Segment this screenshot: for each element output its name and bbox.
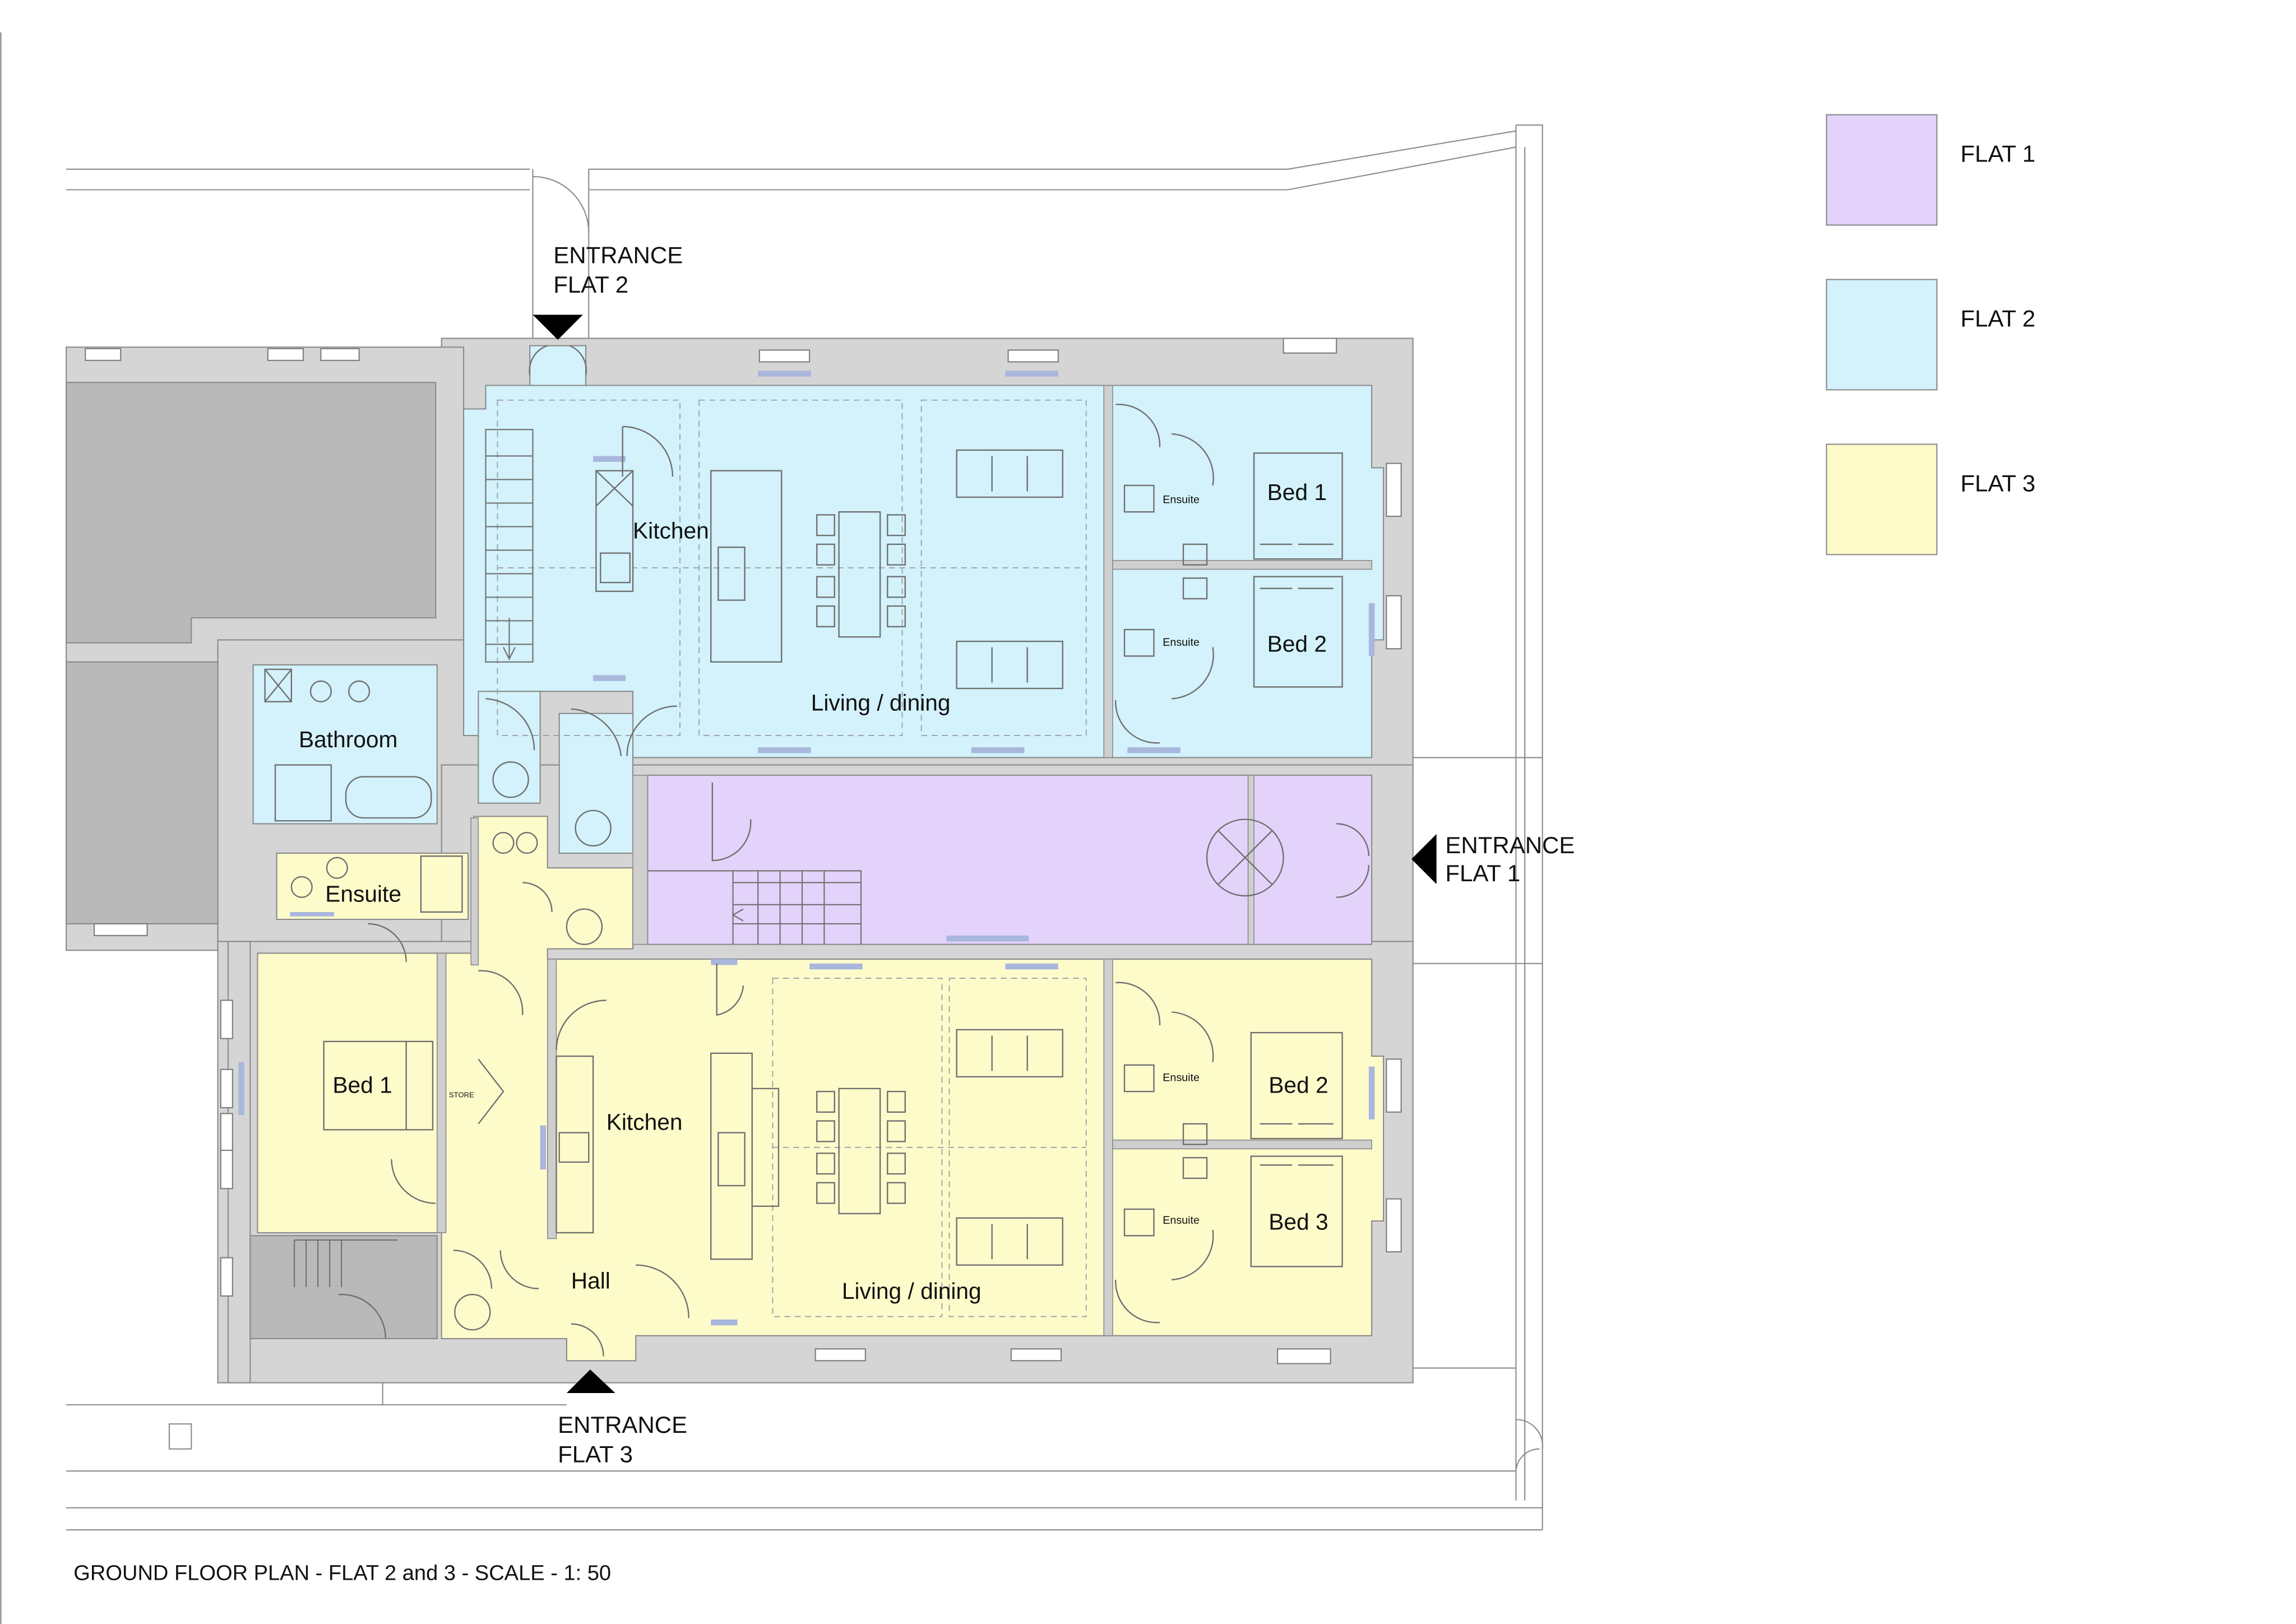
flat2-bed1-label: Bed 1: [1267, 479, 1327, 505]
entrance-flat2-arrow: [533, 314, 583, 340]
flat3-store-label: STORE: [449, 1091, 474, 1099]
flat3-ensuite-b-label: Ensuite: [1163, 1214, 1200, 1227]
legend-flat1-swatch: [1826, 114, 1938, 226]
legend-flat3-label: FLAT 3: [1960, 470, 2035, 496]
flat2-living-label: Living / dining: [811, 690, 951, 715]
bay-windows: [85, 337, 1402, 1364]
flat3-living-label: Living / dining: [842, 1278, 982, 1304]
stairs: [294, 429, 862, 1288]
flat1-area: [647, 774, 1373, 945]
flat3-ensuite-a-label: Ensuite: [1163, 1072, 1200, 1084]
flat3-bed3-label: Bed 3: [1269, 1209, 1328, 1235]
flat2-kitchen-label: Kitchen: [633, 517, 709, 543]
legend: FLAT 1 FLAT 2 FLAT 3: [1826, 114, 2035, 556]
legend-flat3-swatch: [1826, 443, 1938, 556]
plan-title: GROUND FLOOR PLAN - FLAT 2 and 3 - SCALE…: [73, 1561, 611, 1585]
legend-flat2-swatch: [1826, 279, 1938, 391]
neighbour-area: [66, 382, 438, 1339]
flat3-hall-label: Hall: [571, 1268, 610, 1294]
entrance-flat2-label-line2: FLAT 2: [553, 271, 628, 298]
flat2-bathroom-label: Bathroom: [299, 727, 397, 752]
entrance-flat3-label-line2: FLAT 3: [558, 1441, 633, 1467]
flat2-area: [252, 345, 1385, 854]
legend-flat2-label: FLAT 2: [1960, 306, 2035, 332]
entrance-flat3-arrow: [566, 1369, 615, 1394]
entrance-flat1-arrow: [1411, 834, 1437, 885]
flat2-furniture: [264, 345, 1343, 847]
flat1-furniture: [711, 783, 1370, 898]
flat3-bed2-label: Bed 2: [1269, 1072, 1328, 1098]
entrance-flat2-label-line1: ENTRANCE: [553, 242, 683, 269]
legend-flat1-label: FLAT 1: [1960, 141, 2035, 167]
flat3-bed1-label: Bed 1: [332, 1072, 392, 1098]
flat3-ensuite-label: Ensuite: [325, 881, 401, 907]
windows: [238, 371, 1375, 1326]
sheet-frame: [0, 32, 2, 1624]
flat2-bed2-label: Bed 2: [1267, 631, 1327, 656]
flat2-ensuite-a-label: Ensuite: [1163, 493, 1200, 506]
flat2-ensuite-b-label: Ensuite: [1163, 636, 1200, 649]
entrance-flat3-label-line1: ENTRANCE: [558, 1412, 687, 1438]
flat3-kitchen-label: Kitchen: [607, 1109, 683, 1135]
entrance-flat1-label-line2: FLAT 1: [1445, 860, 1520, 886]
internal-walls: [437, 385, 1372, 1336]
entrance-arrows: [533, 314, 1437, 1394]
flat3-area: [257, 816, 1385, 1362]
flat3-furniture: [290, 832, 1343, 1357]
entrance-flat1-label-line1: ENTRANCE: [1445, 832, 1575, 858]
